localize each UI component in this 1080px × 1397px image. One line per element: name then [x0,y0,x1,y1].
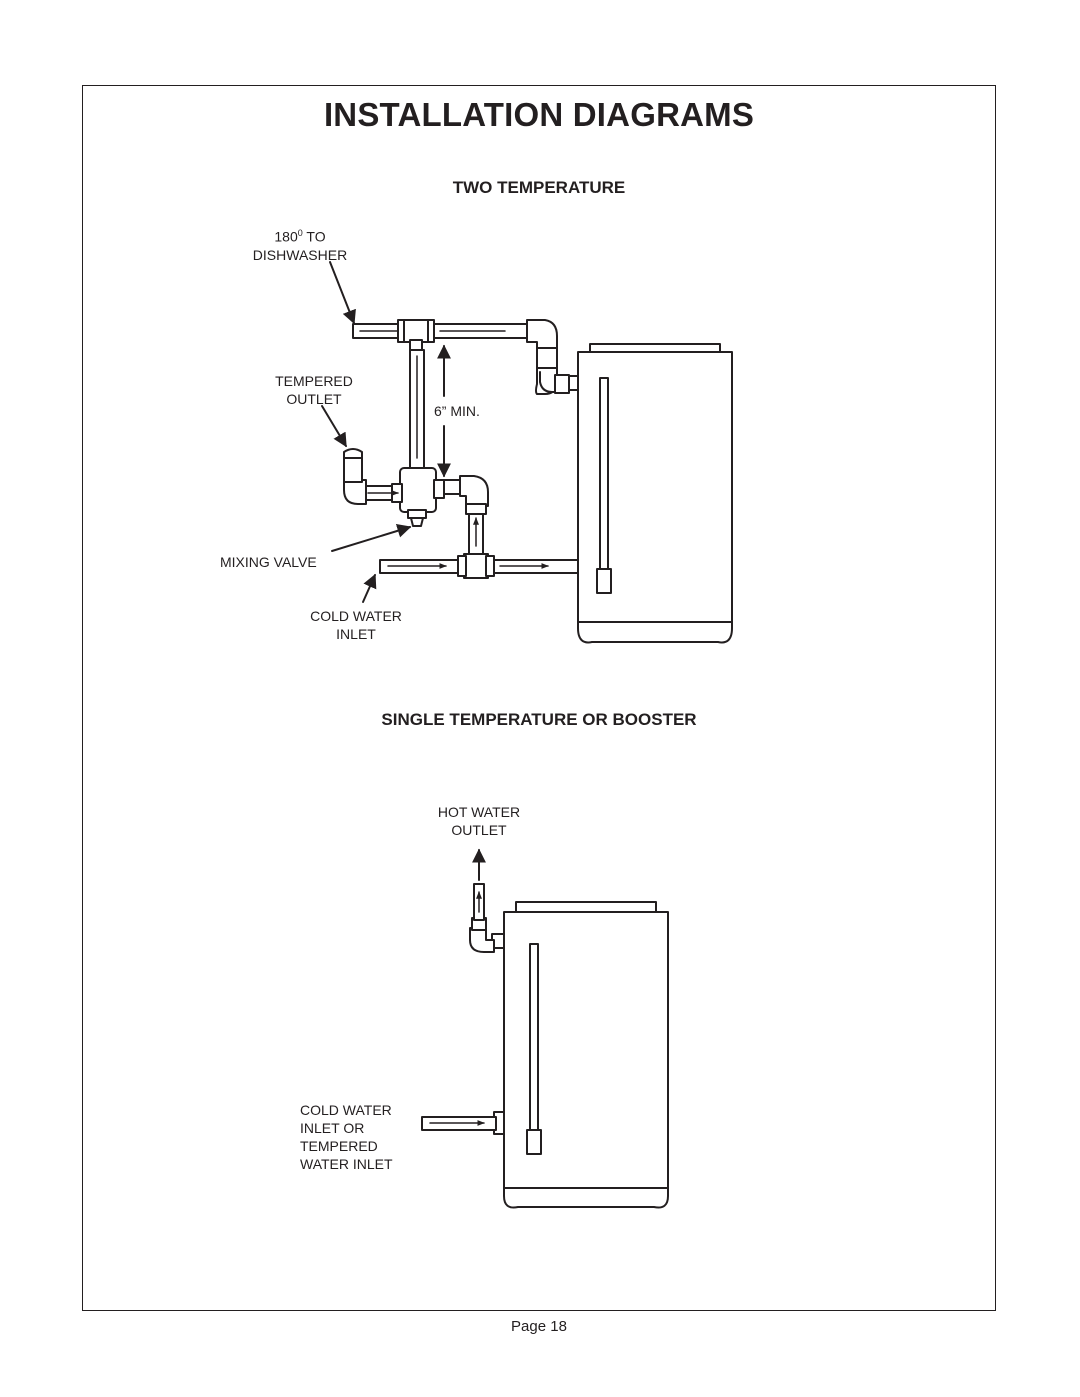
page-number: Page 18 [511,1318,567,1335]
hot-water-outlet-line1: HOT WATER [437,804,521,820]
single-cold-line2: INLET OR [300,1120,365,1136]
dishwasher-label-line2: DISHWASHER [252,246,348,263]
hot-water-outlet-line2: OUTLET [451,822,507,838]
single-temperature-heading: SINGLE TEMPERATURE OR BOOSTER [381,710,697,729]
piping-single-temp [421,883,505,1135]
degree-mark: 0 [297,228,303,238]
tempered-outlet-label: TEMPERED OUTLET [254,372,374,408]
two-temperature-heading: TWO TEMPERATURE [452,178,626,197]
min-distance-label: 6” MIN. [434,403,480,419]
dishwasher-label: 1800 TO DISHWASHER [240,224,360,264]
dishwasher-label-to: TO [302,228,326,245]
piping-two-temp [343,319,579,579]
single-cold-line4: WATER INLET [300,1156,393,1172]
callouts-two-temp [321,261,451,603]
tempered-outlet-line1: TEMPERED [275,373,353,389]
cold-water-inlet-label: COLD WATER INLET [296,607,416,643]
tempered-outlet-line2: OUTLET [286,391,342,407]
water-heater-single-temp [503,901,669,1209]
cold-water-inlet-line1: COLD WATER [310,608,402,624]
dishwasher-label-temp: 180 [274,228,298,245]
cold-water-inlet-line2: INLET [336,626,376,642]
single-cold-line1: COLD WATER [300,1102,392,1118]
single-cold-line3: TEMPERED [300,1138,378,1154]
page-border [82,85,996,1311]
hot-water-outlet-label: HOT WATER OUTLET [419,803,539,839]
page-title: INSTALLATION DIAGRAMS [323,96,755,133]
water-heater-two-temp [566,343,733,644]
cold-water-inlet-or-tempered-label: COLD WATER INLET OR TEMPERED WATER INLET [300,1101,393,1173]
mixing-valve-label: MIXING VALVE [220,554,317,570]
